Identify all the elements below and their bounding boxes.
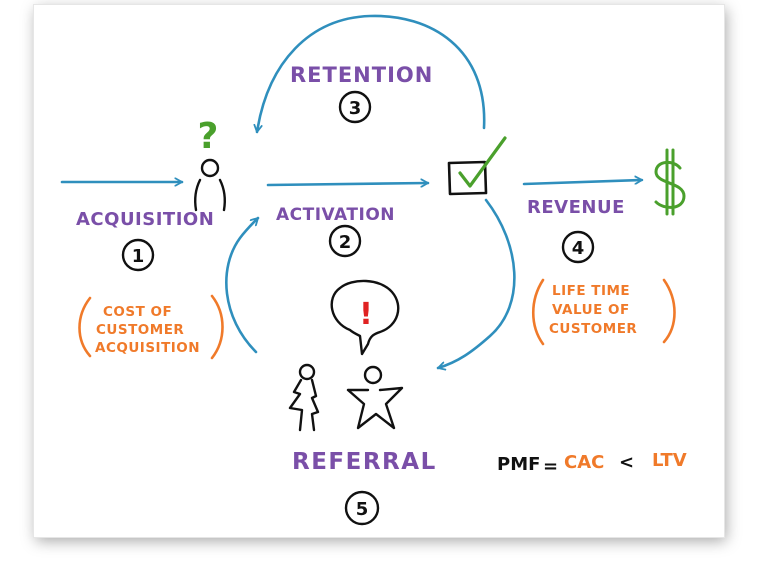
activation-arrow [266,183,430,185]
person-pair-icon [288,363,404,432]
cac-note-right-paren [210,294,224,360]
question-mark-icon: ? [198,116,219,157]
acquisition-label: ACQUISITION [76,209,214,230]
step-2-circle [328,224,362,258]
whiteboard-card [34,5,724,537]
speech-bubble-icon [330,279,400,356]
ltv-note-left-paren [532,278,545,346]
formula-equals: = [543,456,558,477]
step-5-number: 5 [356,499,369,520]
cac-note-line-3: ACQUISITION [95,340,200,356]
step-3-number: 3 [349,98,362,119]
step-2-number: 2 [339,232,352,253]
formula-pmf: PMF [497,454,540,475]
exclamation-icon: ! [359,297,373,332]
revenue-arrow [522,180,644,186]
step-4-number: 4 [572,238,585,259]
dollar-icon [654,148,686,216]
referral-arrow [436,198,516,368]
step-1-number: 1 [132,246,145,267]
formula-less-than: < [619,452,634,473]
ltv-note-line-1: LIFE TIME [552,283,630,299]
referral-return-arrow [225,216,260,354]
referral-label: REFERRAL [292,449,437,475]
cac-note-line-1: COST OF [103,304,172,320]
step-4-circle [561,230,595,264]
step-1-circle [121,238,155,272]
revenue-label: REVENUE [527,197,625,218]
formula-cac: CAC [564,452,604,473]
ltv-note-right-paren [662,278,676,344]
checkbox-icon [447,160,488,196]
step-5-circle [344,490,380,526]
activation-label: ACTIVATION [276,205,395,225]
pmf-formula: PMF = CAC < LTV [497,450,687,477]
checkmark-icon [458,136,507,188]
person-icon [194,158,226,212]
retention-arrow [257,14,486,134]
retention-label: RETENTION [290,63,433,87]
cac-note-left-paren [78,296,92,358]
cac-note-line-2: CUSTOMER [96,322,184,338]
formula-ltv: LTV [652,450,687,471]
ltv-note-line-2: VALUE OF [552,302,630,318]
ltv-note-line-3: CUSTOMER [549,321,637,337]
step-3-circle [338,90,372,124]
